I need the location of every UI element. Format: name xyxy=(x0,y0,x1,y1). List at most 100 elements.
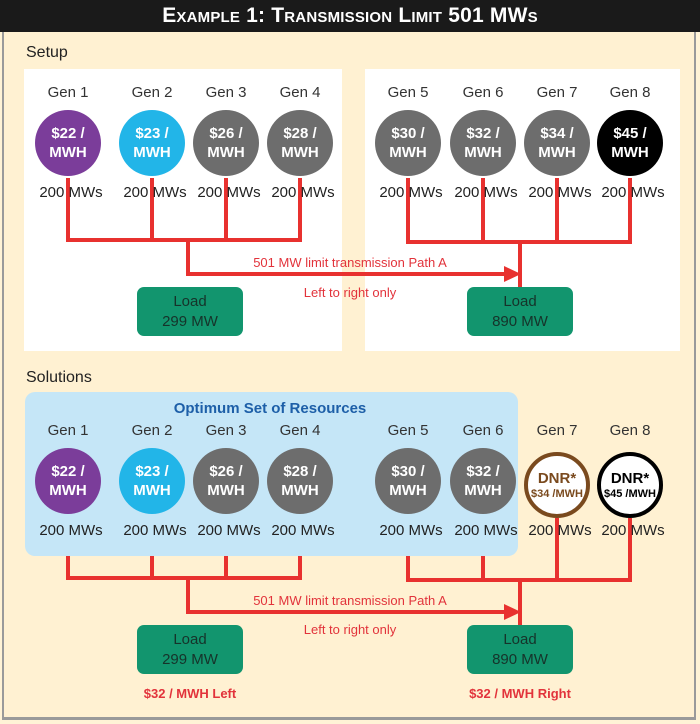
solutions-gen-label: Gen 8 xyxy=(609,422,651,439)
solutions-gen-circle: $22 / MWH xyxy=(35,448,101,514)
solutions-gen-circle: $23 /MWH xyxy=(119,448,185,514)
right-price-label: $32 / MWH Right xyxy=(469,686,571,701)
setup-load-left: Load 299 MW xyxy=(137,287,243,336)
gen-price: $22 / xyxy=(51,463,85,480)
solutions-path-label: 501 MW limit transmission Path A xyxy=(253,593,447,608)
load-value: 299 MW xyxy=(162,651,218,668)
gen-unit: MWH xyxy=(281,144,319,161)
solutions-gen-capacity: 200 MWs xyxy=(379,522,443,539)
solutions-gen-circle: $26 / MWH xyxy=(193,448,259,514)
setup-gen-label: Gen 3 xyxy=(205,84,247,101)
setup-label: Setup xyxy=(26,44,68,61)
gen-unit: MWH xyxy=(389,144,427,161)
gen-unit: MWH xyxy=(611,144,649,161)
gen-price: $45 /MWH xyxy=(604,487,656,500)
setup-direction-label: Left to right only xyxy=(303,285,397,300)
load-title: Load xyxy=(173,631,207,648)
solutions-gen-label: Gen 2 xyxy=(131,422,173,439)
gen-price: $23 / xyxy=(135,125,169,142)
setup-gen-capacity: 200 MWs xyxy=(601,184,665,201)
solutions-gen-capacity: 200 MWs xyxy=(528,522,592,539)
setup-gen-label: Gen 1 xyxy=(47,84,89,101)
gen-unit: MWH xyxy=(49,482,87,499)
left-price-label: $32 / MWH Left xyxy=(143,686,237,701)
setup-gen-capacity: 200 MWs xyxy=(528,184,592,201)
solutions-gen-label: Gen 5 xyxy=(387,422,429,439)
gen-price: $32 / xyxy=(466,463,500,480)
setup-gen-capacity: 200 MWs xyxy=(39,184,103,201)
solutions-gen-label: Gen 1 xyxy=(47,422,89,439)
solutions-direction-label: Left to right only xyxy=(303,622,397,637)
gen-unit: MWH xyxy=(207,144,245,161)
gen-price: $22 / xyxy=(51,125,85,142)
solutions-gen-circle: $32 / MWH xyxy=(450,448,516,514)
gen-unit: MWH xyxy=(49,144,87,161)
setup-left-bus xyxy=(66,178,302,242)
gen-price: $26 / xyxy=(209,125,243,142)
setup-arrowhead xyxy=(504,266,521,282)
setup-gen-circle: $26 / MWH xyxy=(193,110,259,176)
gen-unit: MWH xyxy=(207,482,245,499)
solutions-gen-circle: $28 / MWH xyxy=(267,448,333,514)
solutions-gen-circle: DNR*$34 /MWH xyxy=(524,452,590,518)
solutions-load-left: Load 299 MW xyxy=(137,625,243,674)
setup-gen-label: Gen 8 xyxy=(609,84,651,101)
setup-gen-capacity: 200 MWs xyxy=(271,184,335,201)
load-title: Load xyxy=(503,631,537,648)
solutions-label: Solutions xyxy=(26,369,92,386)
setup-path-label: 501 MW limit transmission Path A xyxy=(253,255,447,270)
setup-gen-label: Gen 5 xyxy=(387,84,429,101)
gen-price: $30 / xyxy=(391,463,425,480)
setup-gen-circle: $22 / MWH xyxy=(35,110,101,176)
solutions-gen-capacity: 200 MWs xyxy=(271,522,335,539)
setup-load-right: Load 890 MW xyxy=(467,287,573,336)
gen-unit: MWH xyxy=(464,144,502,161)
load-value: 299 MW xyxy=(162,313,218,330)
gen-price: $28 / xyxy=(283,125,317,142)
setup-gen-circle: $45 / MWH xyxy=(597,110,663,176)
solutions-gen-label: Gen 3 xyxy=(205,422,247,439)
gen-unit: MWH xyxy=(281,482,319,499)
title-text: Example 1: Transmission Limit 501 MWs xyxy=(162,4,538,27)
solutions-gen-capacity: 200 MWs xyxy=(601,522,665,539)
solutions-gen-capacity: 200 MWs xyxy=(454,522,518,539)
setup-gen-capacity: 200 MWs xyxy=(197,184,261,201)
gen-price: $26 / xyxy=(209,463,243,480)
setup-path-a xyxy=(186,240,512,276)
gen-unit: MWH xyxy=(389,482,427,499)
load-value: 890 MW xyxy=(492,651,548,668)
gen-unit: MWH xyxy=(464,482,502,499)
setup-gen-label: Gen 6 xyxy=(462,84,504,101)
gen-price: $23 / xyxy=(135,463,169,480)
setup-gen-label: Gen 4 xyxy=(279,84,321,101)
solutions-gen-circle: DNR*$45 /MWH xyxy=(597,452,663,518)
load-value: 890 MW xyxy=(492,313,548,330)
setup-gen-circle: $32 / MWH xyxy=(450,110,516,176)
solutions-gen-label: Gen 6 xyxy=(462,422,504,439)
gen-price: $28 / xyxy=(283,463,317,480)
setup-gen-circle: $23 / MWH xyxy=(119,110,185,176)
solutions-gen-capacity: 200 MWs xyxy=(123,522,187,539)
gen-price: $34 / xyxy=(540,125,574,142)
setup-gen-capacity: 200 MWs xyxy=(454,184,518,201)
solutions-arrowhead xyxy=(504,604,521,620)
dnr-label: DNR* xyxy=(610,469,650,487)
solutions-gen-capacity: 200 MWs xyxy=(197,522,261,539)
setup-gen-label: Gen 2 xyxy=(131,84,173,101)
load-title: Load xyxy=(503,293,537,310)
setup-gen-circle: $30 /MWH xyxy=(375,110,441,176)
solutions-gen-label: Gen 4 xyxy=(279,422,321,439)
gen-unit: MWH xyxy=(133,144,171,161)
solutions-path-a xyxy=(186,578,512,614)
gen-price: $34 /MWH xyxy=(531,487,583,500)
dnr-label: DNR* xyxy=(537,469,577,487)
load-title: Load xyxy=(173,293,207,310)
gen-price: $32 / xyxy=(466,125,500,142)
gen-price: $45 / xyxy=(613,125,647,142)
solutions-gen-capacity: 200 MWs xyxy=(39,522,103,539)
optimum-set-title: Optimum Set of Resources xyxy=(173,400,367,417)
setup-gen-capacity: 200 MWs xyxy=(123,184,187,201)
solutions-gen-label: Gen 7 xyxy=(536,422,578,439)
diagram-title: Example 1: Transmission Limit 501 MWs xyxy=(0,0,700,32)
